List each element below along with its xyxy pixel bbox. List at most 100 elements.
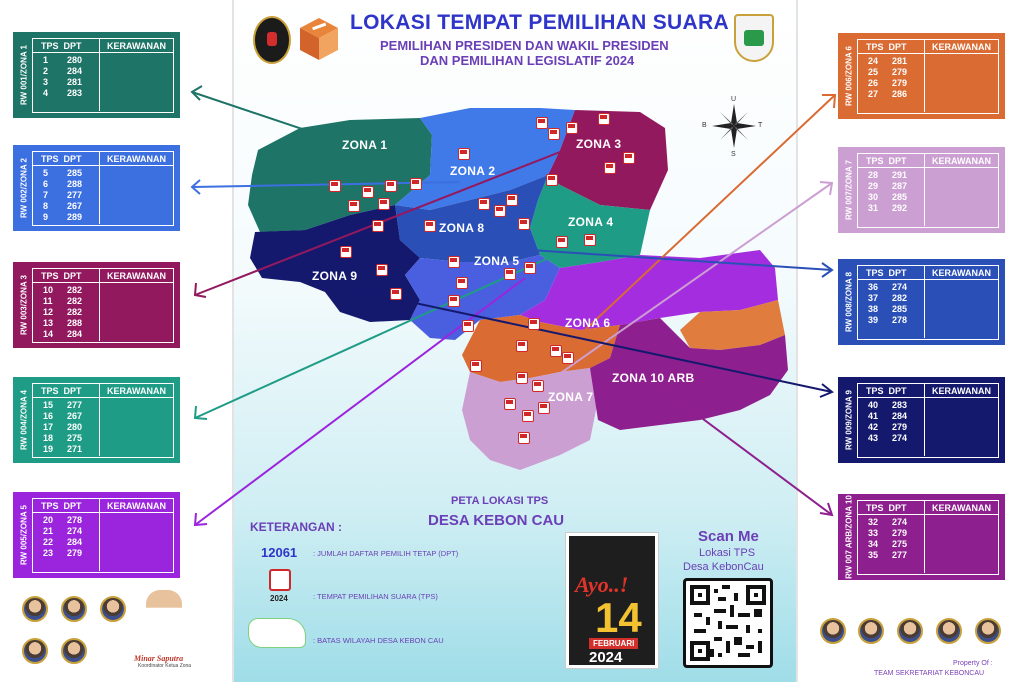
zone-table-label: RW 004/ZONA 4 <box>19 389 29 451</box>
tps-marker-icon <box>458 148 470 160</box>
team-member-avatar <box>61 596 87 622</box>
tps-marker-icon <box>566 122 578 134</box>
tps-marker-icon <box>536 117 548 129</box>
table-header-tps-dpt: TPS DPT <box>866 268 907 278</box>
scan-line: Lokasi TPS <box>699 547 756 559</box>
tps-marker-icon <box>410 178 422 190</box>
poster-word: Ayo..! <box>575 572 629 597</box>
compass-north-label: U <box>731 96 737 103</box>
table-header-tps-dpt: TPS DPT <box>41 386 82 396</box>
legend-tps-year: 2024 <box>270 594 288 603</box>
tps-marker-icon <box>538 402 550 414</box>
table-header-tps-dpt: TPS DPT <box>866 386 907 396</box>
compass-west-label: B <box>702 122 707 129</box>
tps-marker-icon <box>546 174 558 186</box>
tps-marker-icon <box>506 194 518 206</box>
map-caption-village: DESA KEBON CAU <box>428 512 565 529</box>
ballot-box-icon <box>269 569 291 591</box>
tps-marker-icon <box>504 398 516 410</box>
tps-marker-icon <box>494 205 506 217</box>
qr-code[interactable] <box>683 578 773 668</box>
tps-marker-icon <box>456 277 468 289</box>
table-header-kerawanan: KERAWANAN <box>924 384 998 397</box>
zone-table-label: RW 002/ZONA 2 <box>19 157 29 219</box>
compass-rose-icon: U S B T <box>702 96 763 158</box>
table-header-kerawanan: KERAWANAN <box>99 39 173 52</box>
team-member-avatar <box>975 618 1001 644</box>
zone-2-label: ZONA 2 <box>450 164 496 178</box>
tps-marker-icon <box>518 218 530 230</box>
zone-table-label: RW 007 ARB/ZONA 10 <box>844 495 854 579</box>
table-header-kerawanan: KERAWANAN <box>924 266 998 279</box>
zone-table-label: RW 008/ZONA 8 <box>844 271 854 333</box>
table-header-tps-dpt: TPS DPT <box>41 154 82 164</box>
legend-area-text: : BATAS WILAYAH DESA KEBON CAU <box>313 636 444 645</box>
tps-marker-icon <box>532 380 544 392</box>
coordinator-role: Koordinator Ketua Zona <box>138 663 192 669</box>
team-member-avatar <box>22 638 48 664</box>
compass-east-label: T <box>758 122 763 129</box>
page-subtitle: PEMILIHAN PRESIDEN DAN WAKIL PRESIDEN <box>380 38 669 53</box>
tps-marker-icon <box>524 262 536 274</box>
tps-marker-icon <box>516 372 528 384</box>
table-header-tps-dpt: TPS DPT <box>866 503 907 513</box>
page-subtitle: DAN PEMILIHAN LEGISLATIF 2024 <box>420 53 635 68</box>
table-header-kerawanan: KERAWANAN <box>924 40 998 53</box>
table-header-tps-dpt: TPS DPT <box>41 271 82 281</box>
page-title: LOKASI TEMPAT PEMILIHAN SUARA <box>350 11 729 34</box>
tps-marker-icon <box>448 256 460 268</box>
zone-10-label: ZONA 10 ARB <box>612 371 695 385</box>
zone-9-label: ZONA 9 <box>312 269 358 283</box>
team-member-avatar <box>820 618 846 644</box>
compass-south-label: S <box>731 151 736 158</box>
legend-title: KETERANGAN : <box>250 520 342 534</box>
table-header-tps-dpt: TPS DPT <box>41 41 82 51</box>
ballot-box-logo-icon <box>300 18 338 60</box>
table-header-tps-dpt: TPS DPT <box>41 501 82 511</box>
poster-year: 2024 <box>589 649 623 666</box>
tps-marker-icon <box>329 180 341 192</box>
table-header-kerawanan: KERAWANAN <box>99 152 173 165</box>
tps-marker-icon <box>522 410 534 422</box>
village-boundary-icon <box>248 618 306 648</box>
zone-4-label: ZONA 4 <box>568 215 614 229</box>
team-member-avatar <box>61 638 87 664</box>
zone-5-label: ZONA 5 <box>474 254 520 268</box>
tps-marker-icon <box>584 234 596 246</box>
election-day-poster: Ayo..! 14 FEBRUARI 2024 <box>566 533 658 668</box>
table-header-tps-dpt: TPS DPT <box>866 42 907 52</box>
tps-marker-icon <box>362 186 374 198</box>
zone-6-label: ZONA 6 <box>565 316 611 330</box>
team-member-avatar <box>22 596 48 622</box>
tps-marker-icon <box>376 264 388 276</box>
